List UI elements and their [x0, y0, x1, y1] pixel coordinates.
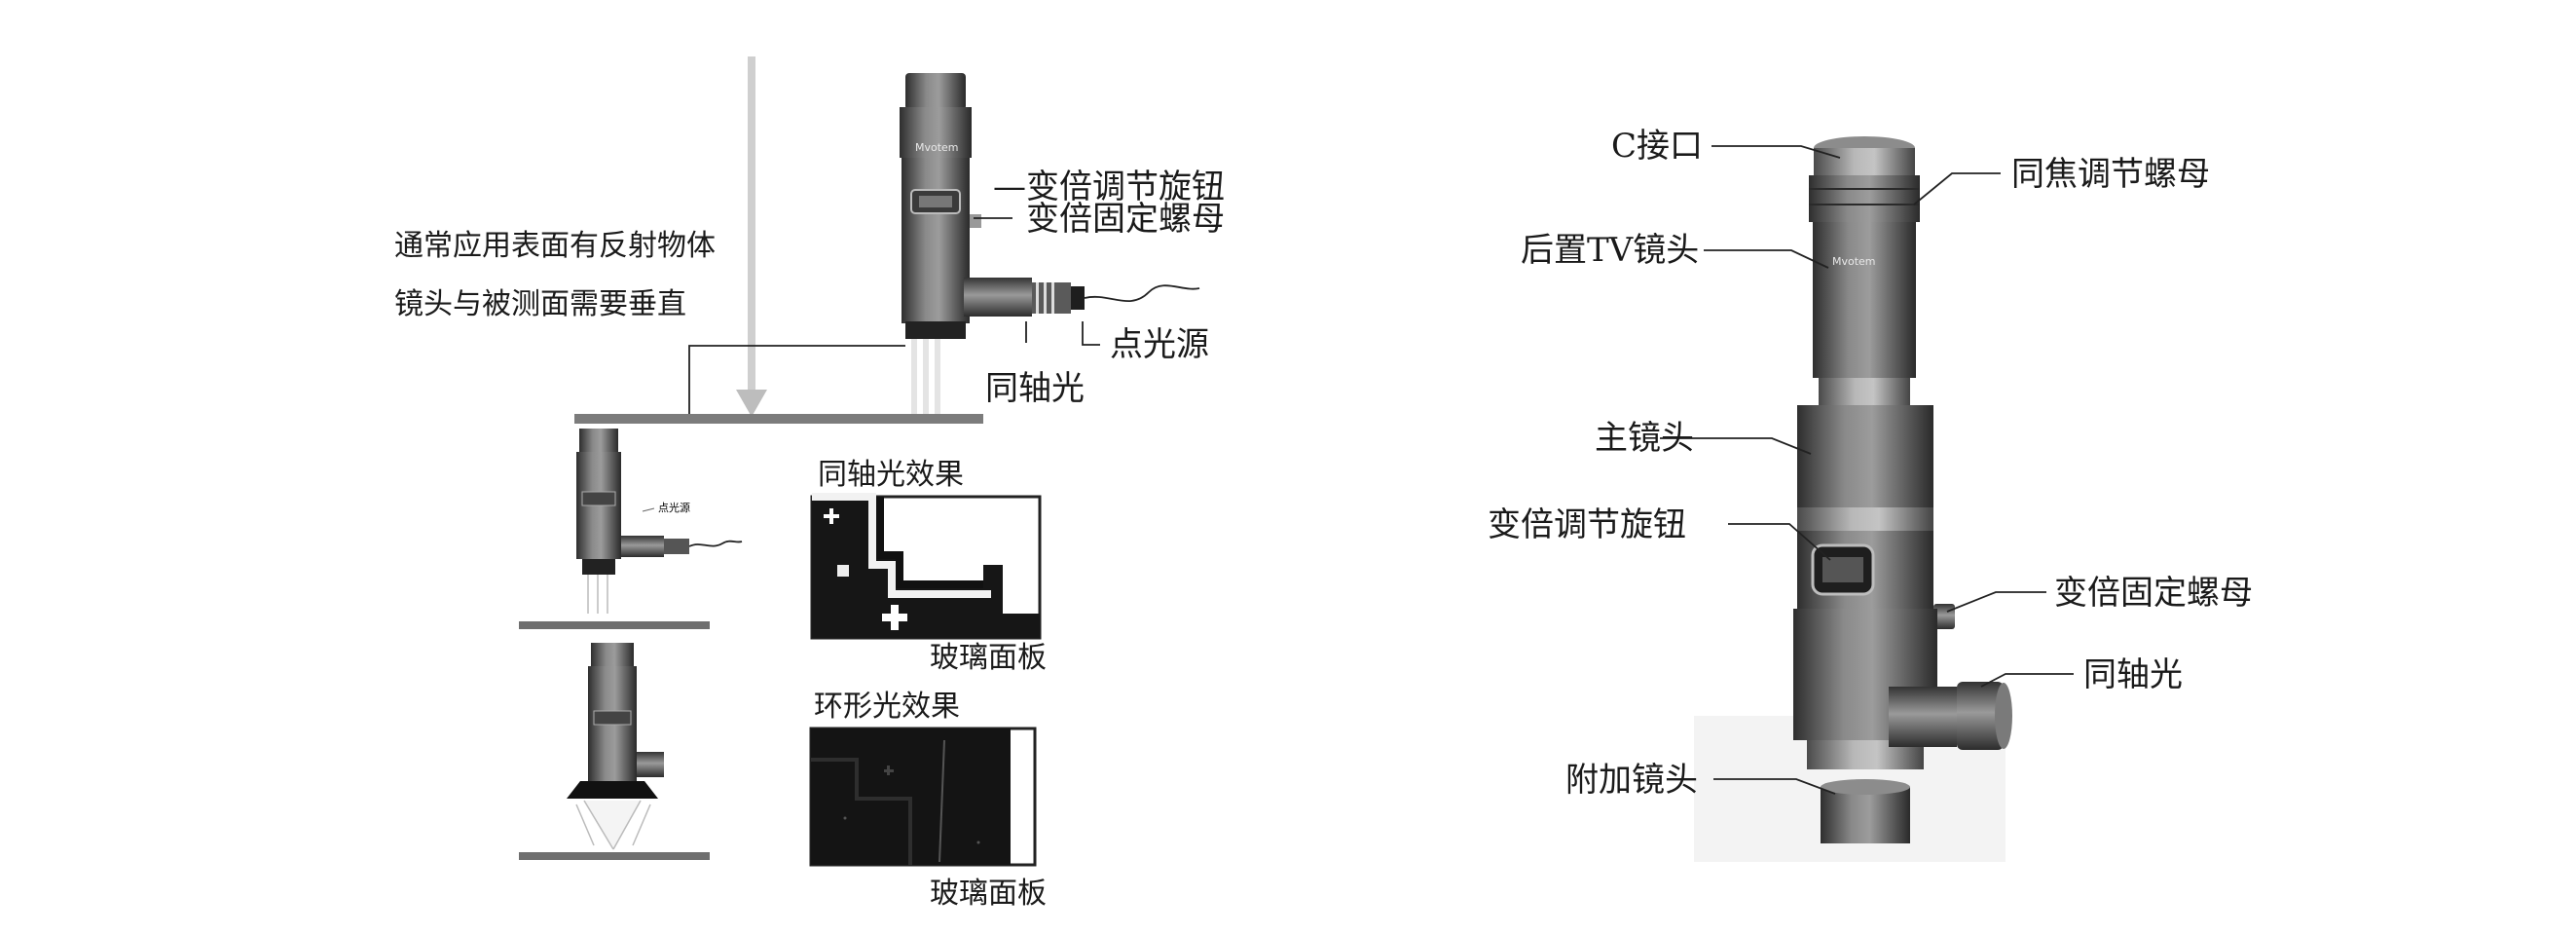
- sample-plate: [574, 414, 983, 424]
- coaxial-effect-title: 同轴光效果: [818, 458, 964, 492]
- coaxial-panel-caption: 玻璃面板: [930, 641, 1047, 675]
- label-c-mount: C接口: [1611, 127, 1703, 166]
- zoom-lock-label: 变倍固定螺母: [1026, 200, 1225, 239]
- brand-mark: Mvotem: [915, 141, 959, 154]
- zoom-knob-label: —变倍调节旋钮: [993, 168, 1225, 206]
- label-parfocal-nut: 同焦调节螺母: [2011, 155, 2210, 194]
- ring-effect-title: 环形光效果: [814, 690, 960, 724]
- coaxial-label: 同轴光: [985, 369, 1085, 408]
- point-light-label: 点光源: [1110, 325, 1209, 364]
- small-ring-lens: [567, 643, 664, 850]
- ring-panel-caption: 玻璃面板: [930, 877, 1047, 911]
- small-coaxial-lens: 点光源: [576, 429, 743, 614]
- ring-effect-image: [809, 727, 1037, 867]
- label-zoom-lock-nut: 变倍固定螺母: [2054, 574, 2253, 613]
- small-plate-1: [519, 621, 710, 629]
- label-coaxial-light: 同轴光: [2083, 655, 2183, 694]
- left-diagram: Mvotem —变倍调节旋钮 变倍固定螺母 点光源 同轴光: [394, 56, 1225, 911]
- label-aux-lens: 附加镜头: [1565, 761, 1698, 800]
- main-lens-assembly: Mvotem: [900, 73, 1200, 414]
- zoom-lens-photo: Mvotem: [1793, 136, 2012, 843]
- note-line-1: 通常应用表面有反射物体: [394, 229, 716, 263]
- label-main-lens: 主镜头: [1595, 419, 1694, 458]
- note-line-2: 镜头与被测面需要垂直: [394, 287, 686, 321]
- right-brand-mark: Mvotem: [1832, 255, 1876, 268]
- label-zoom-knob: 变倍调节旋钮: [1488, 505, 1686, 544]
- coaxial-effect-image: [810, 493, 1042, 640]
- vertical-arrow: [736, 56, 767, 417]
- right-diagram: Mvotem C接口 同焦调节螺母 后置: [1488, 127, 2253, 862]
- small-point-light-label: 点光源: [658, 501, 690, 514]
- small-plate-2: [519, 852, 710, 860]
- stand-bracket: [688, 345, 905, 414]
- label-rear-tv-lens: 后置TV镜头: [1521, 231, 1699, 270]
